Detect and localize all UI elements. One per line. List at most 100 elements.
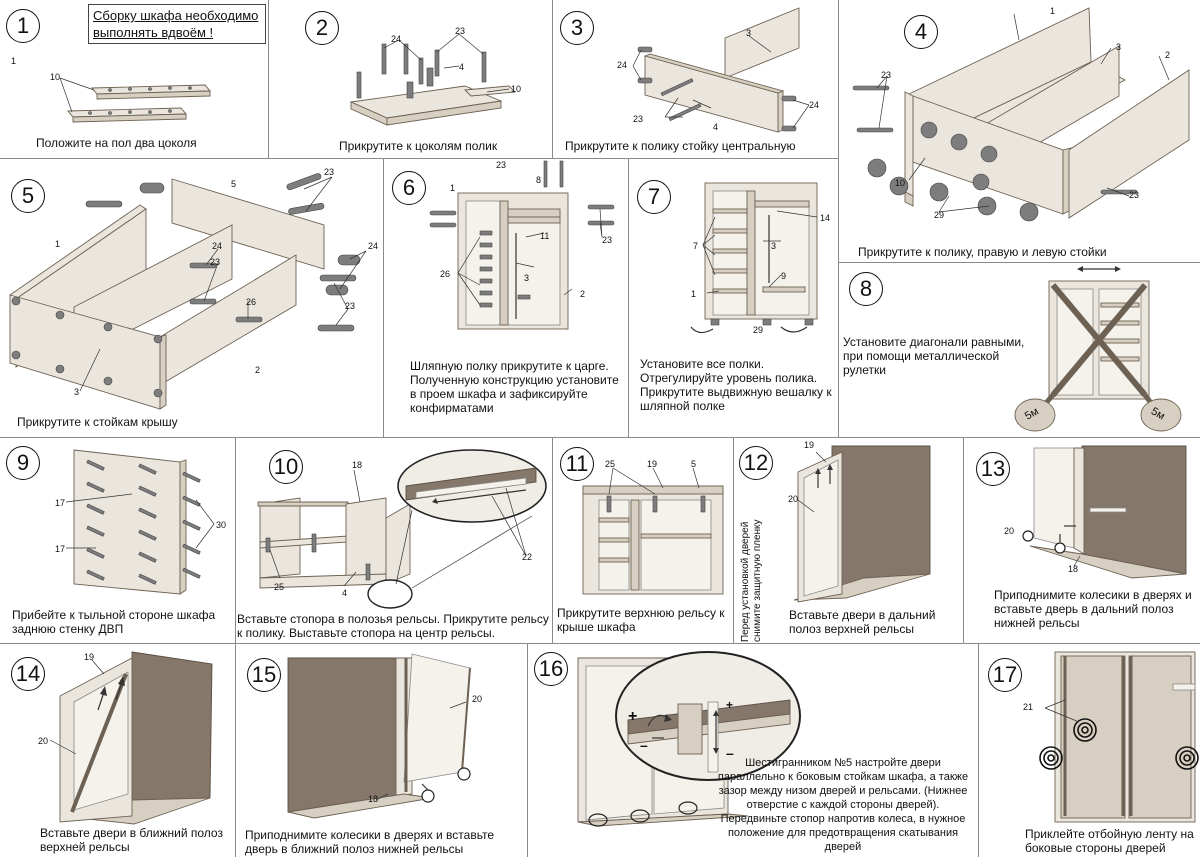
part-label-18: 18	[1068, 564, 1079, 574]
part-label-11: 11	[540, 231, 550, 241]
part-label-2: 2	[255, 365, 261, 375]
step-3-panel: 3 3 24 24 23 4 Прикрутите к полику стойк…	[553, 0, 838, 158]
part-label-18: 18	[368, 794, 379, 804]
step-6-panel: 6 23 1 8 11 23 26 3 2 Шляпную полку прик…	[384, 159, 628, 437]
step-3-number: 3	[560, 11, 594, 45]
part-label-17: 17	[55, 544, 66, 554]
two-person-warning: Сборку шкафа необходимо выполнять вдвоём…	[88, 4, 266, 44]
divider-v5	[628, 158, 629, 437]
part-label-25: 25	[274, 582, 285, 592]
step-8-number: 8	[849, 272, 883, 306]
step-5-illustration	[9, 173, 367, 410]
divider-row1-right	[838, 262, 1200, 263]
step-14-caption: Вставьте двери в ближний полоз верхней р…	[40, 826, 223, 854]
step-4-panel: 4 1 3 2 23 10 29 23 Прикрутите к полику,…	[839, 0, 1200, 262]
plus-symbol-right: +	[726, 698, 734, 712]
part-label-23: 23	[455, 26, 466, 36]
part-label-23: 23	[345, 301, 356, 311]
step-9-caption: Прибейте к тыльной стороне шкафа заднюю …	[12, 608, 216, 636]
step-2-illustration	[349, 33, 516, 126]
step-7-panel: 7 14 7 3 9 1 29 Установите все полки. От…	[629, 159, 838, 437]
step-15-number: 15	[247, 658, 281, 692]
divider-v4	[383, 158, 384, 437]
part-label-23: 23	[1129, 190, 1140, 200]
part-label-10: 10	[511, 84, 522, 94]
divider-v3	[838, 0, 839, 437]
part-label-7: 7	[693, 241, 699, 251]
step-13-number: 13	[976, 452, 1010, 486]
step-7-number: 7	[637, 180, 671, 214]
step-2-panel: 2 24 23 4 10 Прикрутите к цоколям полик	[269, 0, 552, 158]
step-7-caption: Установите все полки. Отрегулируйте уров…	[640, 357, 832, 413]
step-16-number: 16	[534, 652, 568, 686]
part-label-23: 23	[210, 257, 221, 267]
part-label-20: 20	[788, 494, 799, 504]
divider-v6	[235, 437, 236, 643]
part-label-18: 18	[352, 460, 363, 470]
step-4-number: 4	[904, 15, 938, 49]
step-11-caption: Прикрутите верхнюю рельсу к крыше шкафа	[557, 606, 725, 634]
part-label-14: 14	[820, 213, 831, 223]
step-13-panel: 13 20 18 Приподнимите колесики в дверях …	[964, 438, 1200, 643]
step-12-caption: Вставьте двери в дальний полоз верхней р…	[789, 608, 936, 636]
step-1-caption: Положите на пол два цоколя	[36, 136, 197, 150]
divider-v8	[733, 437, 734, 643]
part-label-1: 1	[691, 289, 697, 299]
part-label-23: 23	[602, 235, 613, 245]
step-6-caption: Шляпную полку прикрутите к царге. Получе…	[410, 359, 619, 415]
divider-v7	[552, 437, 553, 643]
step-12-illustration	[793, 445, 931, 603]
step-14-panel: 14 19 20 Вставьте двери в ближний полоз …	[0, 644, 235, 857]
part-label-19: 19	[647, 459, 658, 469]
step-9-panel: 9 17 17 30 Прибейте к тыльной стороне шк…	[0, 438, 235, 643]
part-label-24: 24	[212, 241, 223, 251]
divider-row3	[0, 643, 1200, 644]
step-3-caption: Прикрутите к полику стойку центральную	[565, 139, 796, 153]
part-label-3: 3	[524, 273, 530, 283]
step-1-illustration	[59, 77, 211, 123]
step-13-caption: Приподнимите колесики в дверях и вставьт…	[994, 588, 1192, 630]
part-label-23: 23	[496, 160, 507, 170]
step-17-illustration	[1039, 651, 1199, 823]
part-label-20: 20	[38, 736, 49, 746]
step-16-caption: Шестигранником №5 настройте двери паралл…	[717, 757, 969, 853]
part-label-24: 24	[391, 34, 402, 44]
part-label-10: 10	[895, 178, 906, 188]
part-label-25: 25	[605, 459, 616, 469]
divider-v12	[978, 643, 979, 857]
step-1-number: 1	[6, 9, 40, 43]
step-10-number: 10	[269, 450, 303, 484]
part-label-5: 5	[231, 179, 237, 189]
step-9-number: 9	[6, 446, 40, 480]
part-label-5: 5	[691, 459, 697, 469]
part-label-24: 24	[809, 100, 820, 110]
part-label-23: 23	[324, 167, 335, 177]
part-label-8: 8	[536, 175, 542, 185]
step-17-caption: Приклейте отбойную ленту на боковые стор…	[1025, 827, 1194, 855]
divider-row1	[0, 158, 838, 159]
part-label-4: 4	[713, 122, 719, 132]
step-8-caption: Установите диагонали равными, при помощи…	[843, 335, 1025, 377]
step-1-panel: 1 Сборку шкафа необходимо выполнять вдво…	[0, 0, 268, 158]
part-label-24: 24	[368, 241, 379, 251]
step-15-panel: 15 20 18 Приподнимите колесики в дверях …	[236, 644, 527, 857]
step-7-illustration	[690, 182, 818, 334]
part-label-29: 29	[934, 210, 945, 220]
part-label-20: 20	[472, 694, 483, 704]
step-5-caption: Прикрутите к стойкам крышу	[17, 415, 178, 429]
step-9-illustration	[65, 449, 215, 595]
step-5-number: 5	[11, 179, 45, 213]
step-3-illustration	[632, 7, 810, 133]
step-15-illustration	[287, 653, 471, 819]
part-label-23: 23	[881, 70, 892, 80]
part-label-22: 22	[522, 552, 533, 562]
step-2-caption: Прикрутите к цоколям полик	[339, 139, 498, 153]
part-label-19: 19	[804, 440, 815, 450]
minus-symbol-right: –	[726, 745, 734, 761]
step-10-panel: 10 18 22 25 4 Вставьте стопора в полозья…	[236, 438, 552, 643]
step-15-caption: Приподнимите колесики в дверях и вставьт…	[245, 828, 495, 856]
part-label-26: 26	[246, 297, 257, 307]
part-label-9: 9	[781, 271, 787, 281]
step-11-panel: 11 25 19 5 Прикрутите верхнюю рельсу к к…	[553, 438, 733, 643]
part-label-10: 10	[50, 72, 61, 82]
